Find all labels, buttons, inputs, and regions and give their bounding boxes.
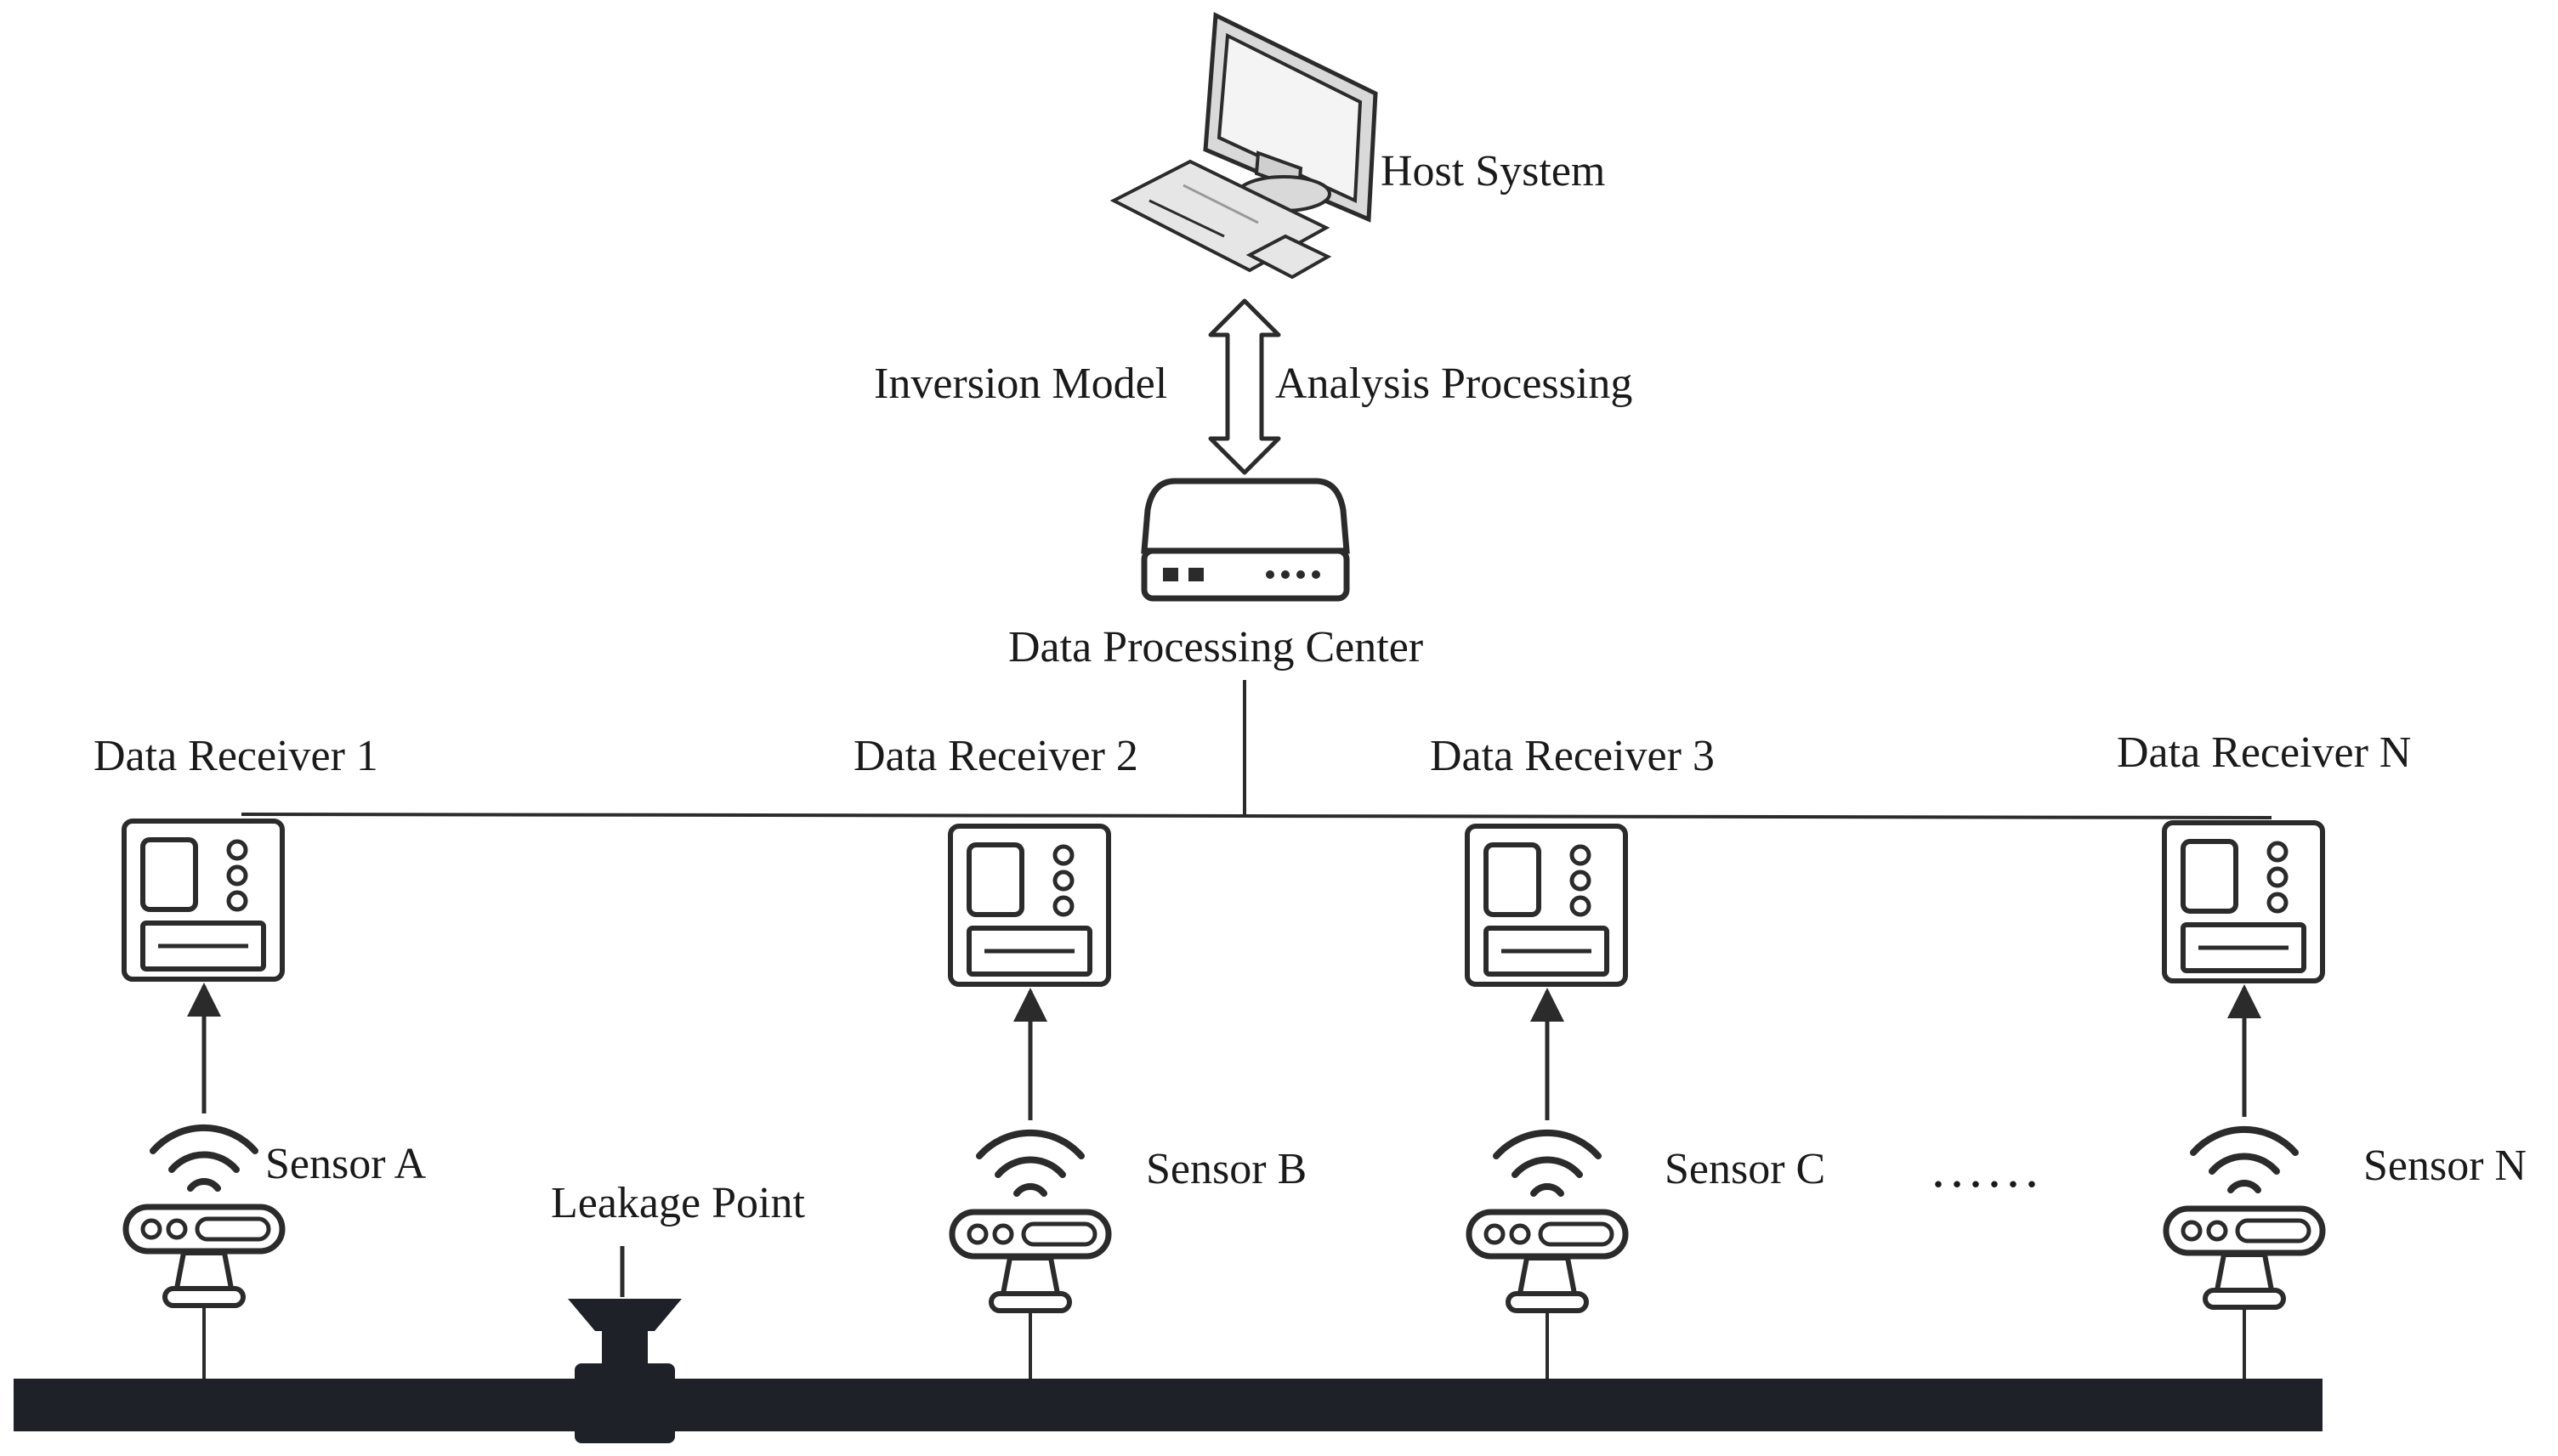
sensor-label: Sensor C (1665, 1145, 1825, 1193)
data-receiver-icon (2164, 823, 2323, 981)
sensor-icon (126, 1128, 282, 1306)
pipeline (14, 1379, 2323, 1431)
inversion-model-label: Inversion Model (874, 360, 1167, 408)
data-processing-center-label: Data Processing Center (1008, 623, 1423, 671)
sensor-label: Sensor B (1146, 1145, 1307, 1193)
sensor-icon (952, 1133, 1109, 1311)
server-icon (1141, 478, 1350, 602)
analysis-processing-label: Analysis Processing (1275, 360, 1632, 408)
receiver-bus-line (241, 813, 2272, 819)
receiver-label: Data Receiver 2 (854, 732, 1138, 780)
receiver-label: Data Receiver 3 (1430, 732, 1715, 780)
sensor-label: Sensor N (2363, 1142, 2527, 1190)
data-receiver-icon (124, 821, 282, 979)
sensor-label: Sensor A (265, 1140, 427, 1188)
bidirectional-arrow (1208, 298, 1281, 475)
data-receiver-icon (1467, 826, 1625, 984)
sensor-icon (2166, 1130, 2323, 1307)
host-system-label: Host System (1381, 147, 1605, 195)
data-receiver-icon (950, 826, 1109, 984)
computer-icon (1109, 12, 1378, 280)
ellipsis-label: ...... (1931, 1138, 2044, 1198)
leakage-point-label: Leakage Point (551, 1179, 805, 1227)
receiver-label: Data Receiver N (2117, 728, 2411, 777)
receiver-label: Data Receiver 1 (94, 732, 378, 780)
sensor-icon (1469, 1133, 1625, 1311)
